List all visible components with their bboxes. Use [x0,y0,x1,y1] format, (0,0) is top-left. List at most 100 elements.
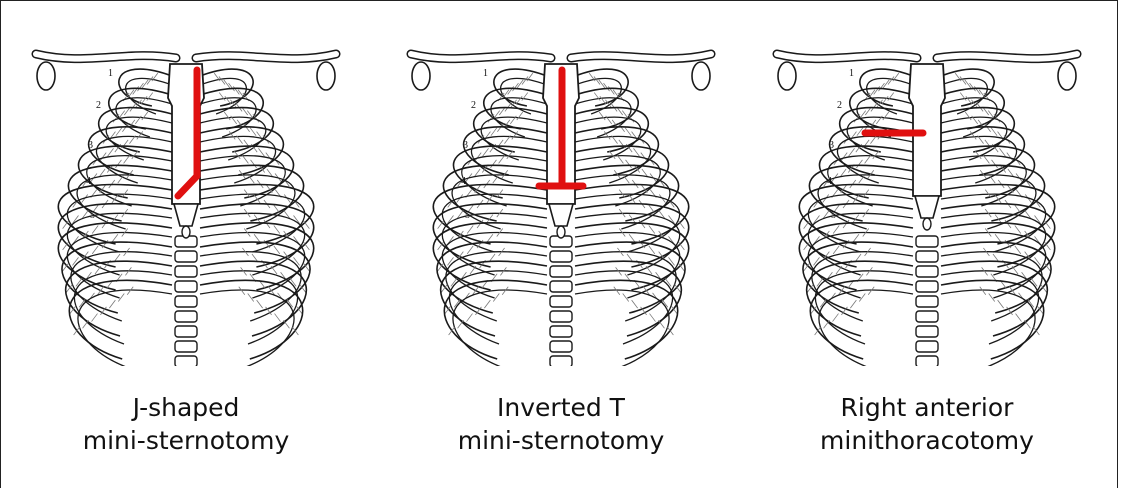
vertebra [175,356,197,366]
rib [200,156,285,206]
caption-line-2: mini-sternotomy [16,424,356,457]
rib-hatching [1016,314,1022,322]
caption-line-2: minithoracotomy [757,424,1097,457]
rib-hatching [109,300,115,308]
rib [87,156,172,206]
rib-hatching [250,128,256,136]
vertebra [916,341,938,352]
rib-hatching [1015,205,1021,213]
rib-hatching [108,148,114,156]
vertebra [916,266,938,277]
rib-hatching [833,246,839,254]
rib-hatching [649,225,655,233]
rib [462,156,547,206]
rib-number: 3 [88,140,93,151]
rib-hatching [487,234,493,242]
rib [200,290,294,366]
shoulder-joint [37,62,55,90]
rib [575,117,641,160]
rib-hatching [849,148,855,156]
rib [68,165,172,221]
shoulder-joint [778,62,796,90]
rib-number: 5 [90,210,95,221]
rib-hatching [965,112,971,120]
rib-hatching [274,225,280,233]
rib-hatching [841,153,847,161]
rib-hatching [475,153,481,161]
rib-hatching [868,287,874,295]
rib-hatching [142,112,148,120]
rib [819,290,913,366]
caption-line-1: J-shaped [16,391,356,424]
shoulder-joint [692,62,710,90]
rib-hatching [1007,153,1013,161]
rib-hatching [242,155,248,163]
xiphoid-process [549,204,573,226]
vertebra [916,236,938,247]
vertebra [175,266,197,277]
rib [575,127,658,175]
rib [860,69,913,106]
rib-hatching [646,266,652,274]
rib-hatching [92,225,98,233]
vertebra [550,341,572,352]
rib [575,252,676,321]
rib [494,69,547,106]
rib [575,69,628,106]
rib [200,108,273,152]
vertebra [175,341,197,352]
rib-hatching [632,300,638,308]
rib-hatching [995,234,1001,242]
clavicle [571,54,711,59]
rib [812,252,913,321]
rib [941,290,1035,366]
rib-hatching [271,266,277,274]
rib-number: 5 [831,210,836,221]
rib [464,127,547,175]
rib-hatching [483,148,489,156]
rib-number: 1 [108,68,113,79]
rib-hatching [998,300,1004,308]
rib-hatching [649,246,655,254]
rib-hatching [112,234,118,242]
rib-hatching [650,314,656,322]
rib [941,69,994,106]
rib-hatching [1015,246,1021,254]
shoulder-joint [412,62,430,90]
vertebra [550,251,572,262]
rib-hatching [1012,266,1018,274]
rib [119,69,172,106]
rib-hatching [991,128,997,136]
rib-hatching [100,153,106,161]
vertebra [175,296,197,307]
vertebra [175,326,197,337]
xiphoid-process [174,204,198,226]
rib-hatching [239,287,245,295]
vertebra [550,281,572,292]
rib-hatching [275,314,281,322]
rib [78,290,172,366]
rib [200,252,301,321]
rib-hatching [470,266,476,274]
rib-number: 2 [471,100,476,111]
rib-hatching [641,153,647,161]
rib-hatching [836,266,842,274]
rib-hatching [484,300,490,308]
rib-number: 1 [849,68,854,79]
caption-line-1: Inverted T [391,391,731,424]
rib [575,290,669,366]
rib-hatching [980,287,986,295]
rib-hatching [91,314,97,322]
rib-hatching [865,155,871,163]
rib-hatching [467,225,473,233]
rib [941,127,1024,175]
rib-hatching [856,160,862,168]
rib-hatching [614,287,620,295]
vertebra [550,296,572,307]
clavicle [196,54,336,59]
rib [89,127,172,175]
caption-line-1: Right anterior [757,391,1097,424]
rib-hatching [124,155,130,163]
vertebra [550,311,572,322]
